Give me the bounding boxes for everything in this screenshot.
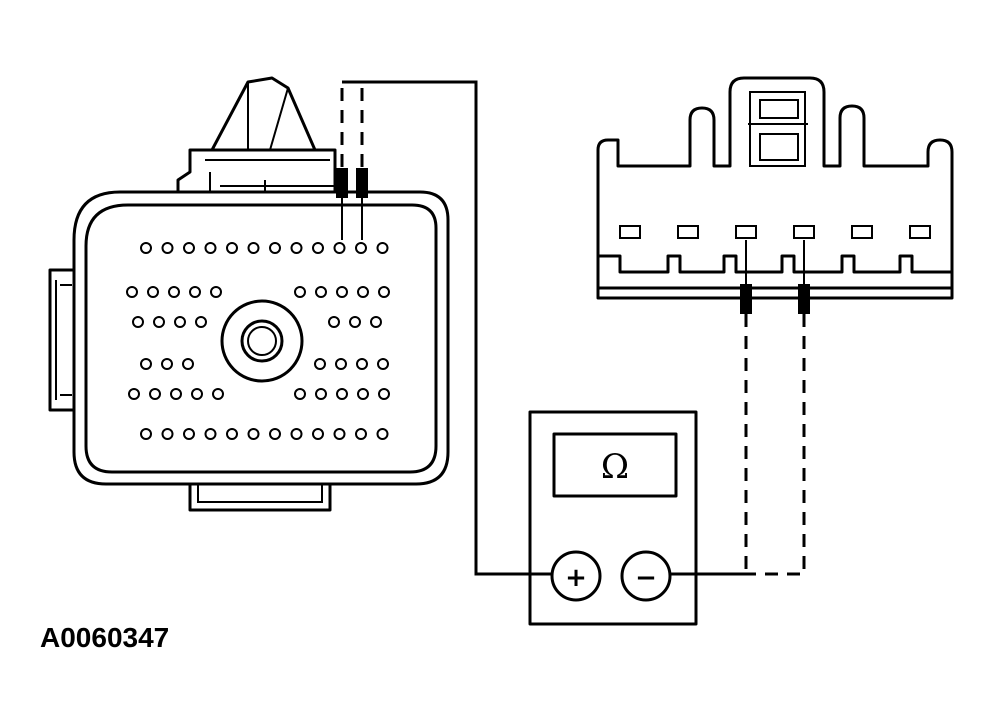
terminal-slot bbox=[909, 225, 931, 239]
pin-hole bbox=[161, 358, 173, 370]
pin-hole bbox=[269, 242, 281, 254]
probe-tip-right-1 bbox=[740, 284, 752, 314]
pin-hole bbox=[336, 388, 348, 400]
right-connector-terminal-slots bbox=[619, 225, 931, 239]
pin-hole bbox=[204, 242, 217, 254]
pin-hole bbox=[247, 428, 260, 440]
pin-hole bbox=[161, 428, 174, 440]
pin-hole bbox=[294, 286, 306, 298]
pin-hole bbox=[183, 428, 195, 440]
positive-terminal-label: + bbox=[565, 563, 587, 593]
pin-hole bbox=[204, 428, 217, 440]
pin-hole bbox=[314, 358, 326, 370]
terminal-slot bbox=[793, 225, 815, 239]
pin-hole bbox=[247, 242, 260, 254]
pin-hole bbox=[153, 316, 165, 328]
pin-hole bbox=[140, 428, 152, 440]
pin-hole bbox=[183, 242, 195, 254]
probe-tip-left-2 bbox=[356, 168, 368, 198]
pin-hole bbox=[376, 428, 389, 440]
pin-hole bbox=[312, 242, 324, 254]
terminal-slot bbox=[677, 225, 699, 239]
pin-hole bbox=[355, 242, 367, 254]
connector-body-inner bbox=[84, 203, 438, 474]
pin-hole bbox=[349, 316, 361, 328]
connector-bottom-tab bbox=[188, 482, 332, 512]
pin-hole bbox=[315, 286, 327, 298]
pin-hole bbox=[290, 242, 303, 254]
pin-hole bbox=[377, 358, 389, 370]
figure-id-label: A0060347 bbox=[40, 622, 170, 653]
pin-hole bbox=[328, 316, 340, 328]
pin-hole bbox=[189, 286, 201, 298]
pin-hole bbox=[378, 286, 390, 298]
pin-hole bbox=[161, 242, 174, 254]
pin-hole bbox=[226, 242, 238, 254]
pin-hole bbox=[170, 388, 182, 400]
probe-tip-right-2 bbox=[798, 284, 810, 314]
terminal-slot bbox=[619, 225, 641, 239]
pin-hole bbox=[128, 388, 140, 400]
pin-hole bbox=[212, 388, 224, 400]
negative-terminal bbox=[620, 550, 672, 602]
pin-hole bbox=[140, 242, 152, 254]
pin-hole bbox=[269, 428, 281, 440]
positive-terminal bbox=[550, 550, 602, 602]
terminal-slot bbox=[851, 225, 873, 239]
pin-hole bbox=[376, 242, 389, 254]
center-boss-inner bbox=[240, 319, 284, 363]
pin-hole bbox=[357, 286, 369, 298]
pin-hole bbox=[147, 286, 159, 298]
terminal-slot bbox=[735, 225, 757, 239]
pin-hole bbox=[126, 286, 138, 298]
probe-tip-left-1 bbox=[336, 168, 348, 198]
pin-hole bbox=[333, 428, 346, 440]
right-connector-housing bbox=[596, 76, 954, 300]
ohmmeter: Ω + − bbox=[528, 410, 698, 626]
pin-hole bbox=[182, 358, 194, 370]
pin-hole bbox=[149, 388, 161, 400]
right-connector bbox=[596, 76, 954, 300]
meter-display bbox=[552, 432, 678, 498]
left-probe-leads bbox=[336, 80, 552, 576]
pin-hole bbox=[140, 358, 152, 370]
meter-body bbox=[528, 410, 698, 626]
pin-hole bbox=[290, 428, 303, 440]
connector-pin-holes bbox=[126, 242, 390, 440]
negative-terminal-label: − bbox=[635, 563, 657, 593]
pin-hole bbox=[336, 286, 348, 298]
connector-latch bbox=[210, 76, 317, 152]
pin-hole bbox=[210, 286, 222, 298]
right-probe-leads bbox=[670, 240, 810, 576]
pin-hole bbox=[370, 316, 382, 328]
pin-hole bbox=[226, 428, 238, 440]
pin-hole bbox=[294, 388, 306, 400]
center-boss-outer bbox=[220, 299, 304, 383]
pin-hole bbox=[174, 316, 186, 328]
pin-hole bbox=[355, 428, 367, 440]
pin-hole bbox=[191, 388, 203, 400]
pin-hole bbox=[312, 428, 324, 440]
connector-side-tab bbox=[48, 268, 76, 412]
pin-hole bbox=[378, 388, 390, 400]
pin-hole bbox=[357, 388, 369, 400]
left-connector bbox=[48, 76, 450, 512]
pin-hole bbox=[132, 316, 144, 328]
pin-hole bbox=[356, 358, 368, 370]
meter-ohm-symbol: Ω bbox=[601, 447, 629, 487]
pin-hole bbox=[168, 286, 180, 298]
pin-hole bbox=[195, 316, 207, 328]
connector-body-outer bbox=[72, 190, 450, 486]
pin-hole bbox=[333, 242, 346, 254]
pin-hole bbox=[315, 388, 327, 400]
pin-hole bbox=[335, 358, 347, 370]
